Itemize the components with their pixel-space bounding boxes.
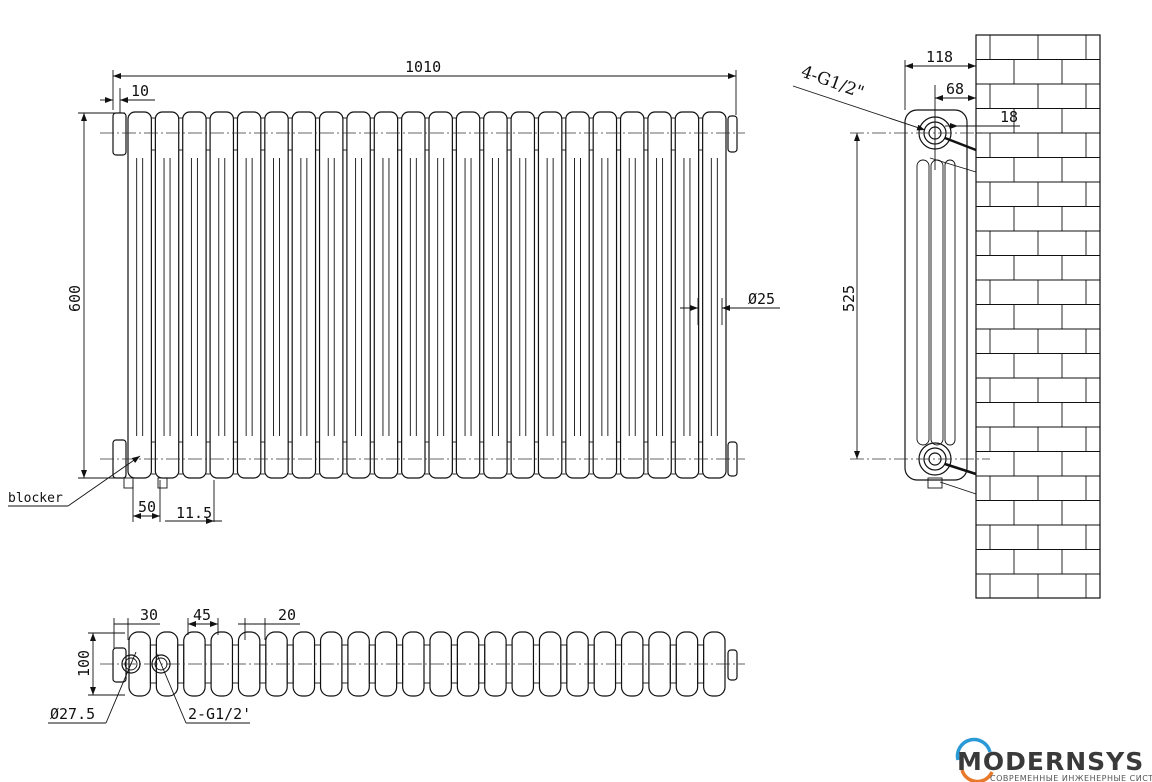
front-section [182, 111, 211, 479]
front-section [264, 111, 293, 479]
top-right-cap [727, 649, 738, 681]
front-section [236, 111, 265, 479]
width-label: 1010 [405, 58, 441, 76]
port-right [151, 654, 171, 674]
front-section [619, 111, 648, 479]
front-section [455, 111, 484, 479]
front-section [401, 111, 429, 479]
front-section [674, 111, 703, 479]
section-pitch-label: 45 [193, 606, 211, 624]
logo-tagline: СОВРЕМЕННЫЕ ИНЖЕНЕРНЫЕ СИСТЕМЫ [990, 774, 1152, 782]
front-section [291, 111, 320, 479]
inlet-spacing-label: 50 [138, 498, 156, 516]
front-section [592, 111, 621, 479]
front-section [428, 111, 457, 479]
front-sections [127, 111, 727, 479]
logo-name: MODERNSYS [957, 747, 1144, 776]
side-view: 118 68 18 525 4-G1/2" [792, 34, 1101, 599]
front-section [647, 111, 676, 479]
connection-label: 4-G1/2" [798, 62, 866, 103]
first-offset-label: 30 [140, 606, 158, 624]
radiator-side-profile [904, 109, 968, 481]
inlet-plug [157, 477, 168, 489]
offset-label: 10 [131, 82, 149, 100]
blocker-plug [123, 477, 134, 489]
bracket-top [944, 136, 977, 152]
logo-arc-top [955, 737, 992, 761]
front-section [209, 111, 238, 479]
top-depth-label: 100 [75, 650, 93, 677]
inlet-offset-label: 11.5 [176, 504, 212, 522]
wall-outline [975, 34, 1101, 599]
port-diameter-label: Ø27.5 [50, 705, 95, 723]
front-section [483, 111, 512, 479]
bracket-label: 18 [1000, 108, 1018, 126]
front-section [346, 111, 375, 479]
front-section [702, 111, 727, 479]
front-section [154, 111, 183, 479]
port-left [121, 654, 141, 674]
height-label: 600 [66, 285, 84, 312]
depth-label: 118 [926, 48, 953, 66]
tube-diameter-label: Ø25 [748, 290, 775, 308]
modernsys-logo: MODERNSYS СОВРЕМЕННЫЕ ИНЖЕНЕРНЫЕ СИСТЕМЫ [955, 737, 1152, 782]
logo-arc-bottom [960, 769, 994, 782]
center-distance-label: 525 [840, 285, 858, 312]
front-section [510, 111, 539, 479]
bracket-bottom [944, 462, 977, 476]
top-view: 30 45 20 100 Ø27.5 2-G1/2' [48, 606, 745, 724]
top-left-cap [112, 647, 127, 683]
top-connection-label: 2-G1/2' [188, 705, 251, 723]
front-section [373, 111, 402, 479]
gap-label: 20 [278, 606, 296, 624]
front-left-cap-top [112, 112, 127, 156]
front-section [318, 111, 347, 479]
brick-wall [975, 34, 1101, 599]
blocker-label: blocker [8, 491, 63, 506]
front-section [537, 111, 566, 479]
front-section [127, 111, 156, 479]
front-section [565, 111, 594, 479]
wall-to-center-label: 68 [946, 80, 964, 98]
front-view: 1010 10 600 Ø25 blocker 50 11.5 [8, 58, 780, 524]
front-right-cap-top [727, 115, 738, 153]
